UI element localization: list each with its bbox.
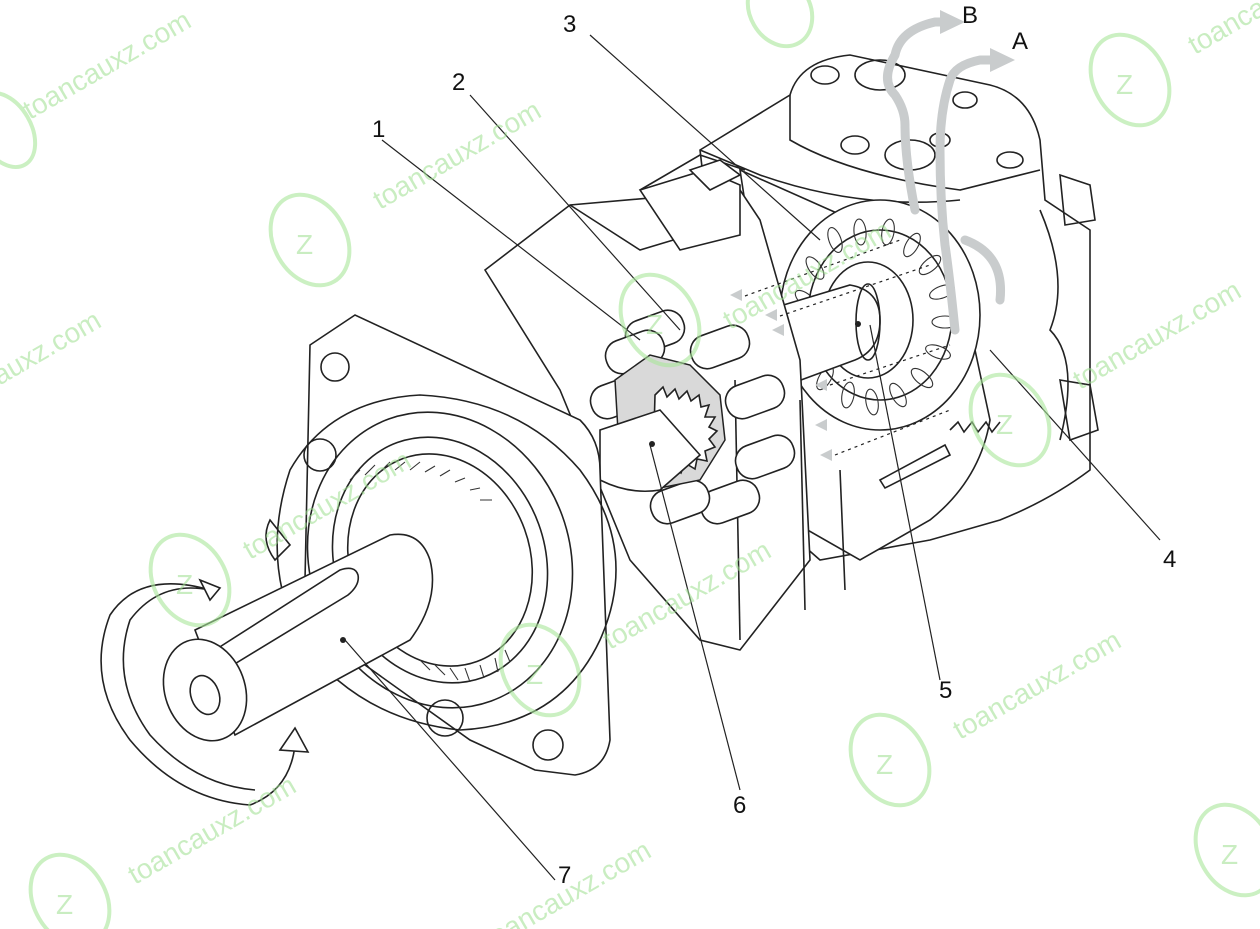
output-shaft-dot bbox=[340, 637, 346, 643]
watermark-logo: Z bbox=[618, 272, 702, 368]
watermark-logo: Z bbox=[498, 622, 582, 718]
watermark-logo: Z bbox=[968, 372, 1052, 468]
callout-6: 6 bbox=[733, 792, 746, 819]
callout-1: 1 bbox=[372, 116, 385, 143]
svg-text:Z: Z bbox=[646, 309, 663, 340]
flow-path-b bbox=[883, 10, 965, 215]
watermark-logo bbox=[0, 91, 38, 169]
callout-3: 3 bbox=[563, 11, 576, 38]
gerotor-housing bbox=[483, 169, 846, 651]
watermark-text: toancauxz.com bbox=[948, 624, 1127, 745]
output-shaft bbox=[100, 533, 434, 806]
svg-text:Z: Z bbox=[996, 409, 1013, 440]
callout-labels: 1 2 3 4 5 6 7 B A bbox=[372, 2, 1176, 889]
flow-path-a bbox=[935, 48, 1015, 335]
watermark-logo: Z bbox=[28, 852, 112, 929]
watermark-text: toancauxz.com bbox=[478, 834, 657, 929]
watermark-text: toancauxz.com bbox=[368, 94, 547, 215]
svg-text:Z: Z bbox=[296, 229, 313, 260]
svg-text:Z: Z bbox=[56, 889, 73, 920]
callout-5: 5 bbox=[939, 677, 952, 704]
port-label-b: B bbox=[962, 2, 978, 29]
shaft-center-dot bbox=[855, 321, 861, 327]
svg-text:Z: Z bbox=[526, 659, 543, 690]
flow-arrow-a-head bbox=[990, 48, 1015, 72]
svg-text:Z: Z bbox=[1221, 839, 1238, 870]
watermark-text: toancauxz.com bbox=[123, 769, 302, 890]
callout-2: 2 bbox=[452, 69, 465, 96]
callout-7: 7 bbox=[558, 862, 571, 889]
watermark-text: toancauxz.com bbox=[1068, 274, 1247, 395]
tie-bolts bbox=[639, 154, 746, 191]
watermark-logo: Z bbox=[1193, 802, 1260, 898]
flow-small-arrows bbox=[730, 239, 951, 461]
watermark-logo: Z bbox=[1088, 32, 1172, 128]
svg-text:Z: Z bbox=[1116, 69, 1133, 100]
leader-lines bbox=[344, 34, 1161, 881]
watermark-text: toancauxz.com bbox=[1183, 0, 1260, 60]
callout-4: 4 bbox=[1163, 546, 1176, 573]
port-label-a: A bbox=[1012, 28, 1028, 55]
watermark-text: toancauxz.com bbox=[0, 304, 106, 425]
watermark-logo: Z bbox=[848, 712, 932, 808]
svg-text:Z: Z bbox=[876, 749, 893, 780]
flow-arrow-b-head bbox=[940, 10, 965, 34]
watermark-logo: Z bbox=[268, 192, 352, 288]
watermark-logo: Z bbox=[148, 532, 232, 628]
svg-text:Z: Z bbox=[176, 569, 193, 600]
watermark-logo bbox=[745, 0, 815, 49]
watermark-text: toancauxz.com bbox=[18, 4, 197, 125]
